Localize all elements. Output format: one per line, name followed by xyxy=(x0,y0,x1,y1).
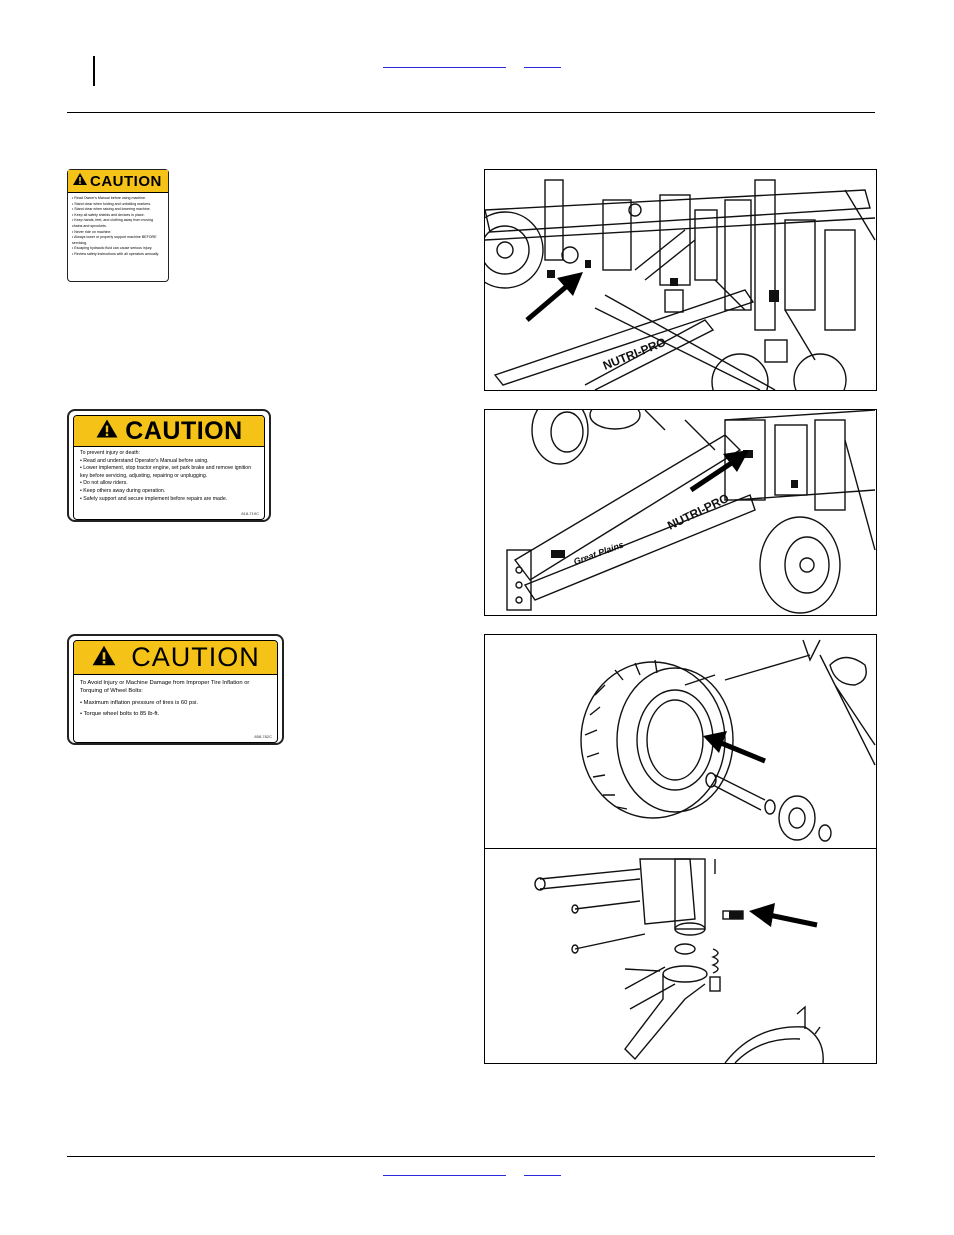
decal-line: • Read and understand Operator's Manual … xyxy=(80,457,209,464)
decal-heading: CAUTION xyxy=(90,172,162,190)
decal-line: • Read Owner's Manual before using machi… xyxy=(72,196,147,200)
decal-line: • Keep all safety shields and devices in… xyxy=(72,212,145,217)
arrow-icon xyxy=(689,450,749,493)
decal-line: • Escaping hydraulic fluid can cause ser… xyxy=(72,246,153,251)
figure-1-decal-location: NUTRI-PRO xyxy=(484,169,877,391)
decal-heading: CAUTION xyxy=(125,416,243,445)
caution-decal-3: CAUTION To Avoid Injury or Machine Damag… xyxy=(67,634,284,745)
header-link-right[interactable] xyxy=(524,67,561,68)
decal-line: • Torque wheel bolts to 85 lb-ft. xyxy=(80,711,160,717)
decal-line: • Maximum inflation pressure of tires is… xyxy=(80,700,199,706)
footer-rule xyxy=(67,1156,875,1157)
warning-triangle-icon xyxy=(91,644,117,672)
decal-line: • Keep others away during operation. xyxy=(80,487,166,494)
frame-brand-text: NUTRI-PRO xyxy=(665,491,731,533)
decal-line: • Review safety instructions with all op… xyxy=(72,251,160,256)
warning-triangle-icon xyxy=(72,172,88,191)
header-rule xyxy=(67,112,875,113)
arrow-icon xyxy=(749,903,818,928)
decal-line: • Keep hands, feet, and clothing away fr… xyxy=(72,218,153,228)
decal-line: • Stand clear when raising and lowering … xyxy=(72,207,151,212)
decal-line: • Never ride on machine. xyxy=(72,229,112,234)
caution-decal-2: CAUTION To prevent injury or death: • Re… xyxy=(67,409,271,522)
decal-intro: To prevent injury or death: xyxy=(80,450,140,456)
footer-link-right[interactable] xyxy=(524,1175,561,1176)
decal-line: • Do not allow riders. xyxy=(80,480,128,487)
figure-2-decal-location: NUTRI-PRO Great Plains xyxy=(484,409,877,616)
warning-triangle-icon xyxy=(95,418,119,444)
header-margin-bar xyxy=(93,56,95,86)
decal-code: 858-782C xyxy=(254,734,272,739)
decal-line: • Lower implement, stop tractor engine, … xyxy=(80,465,252,479)
figure-3-tire-decal xyxy=(484,634,877,851)
decal-line: • Safely support and secure implement be… xyxy=(80,495,228,502)
decal-line: • Stand clear when folding and unfolding… xyxy=(72,201,152,206)
frame-brand-text: NUTRI-PRO xyxy=(601,335,668,373)
brand-logo-text: Great Plains xyxy=(572,540,625,567)
caution-decal-1: CAUTION • Read Owner's Manual before usi… xyxy=(67,169,169,282)
figure-4-caster-decal xyxy=(484,848,877,1064)
decal-heading: CAUTION xyxy=(131,642,260,672)
decal-code: 818-719C xyxy=(241,511,259,516)
arrow-icon xyxy=(703,731,766,764)
decal-intro: To Avoid Injury or Machine Damage from I… xyxy=(80,680,250,694)
decal-line: • Always lower or properly support machi… xyxy=(72,235,157,245)
footer-link-left[interactable] xyxy=(383,1175,506,1176)
arrow-icon xyxy=(525,272,583,322)
header-link-left[interactable] xyxy=(383,67,506,68)
